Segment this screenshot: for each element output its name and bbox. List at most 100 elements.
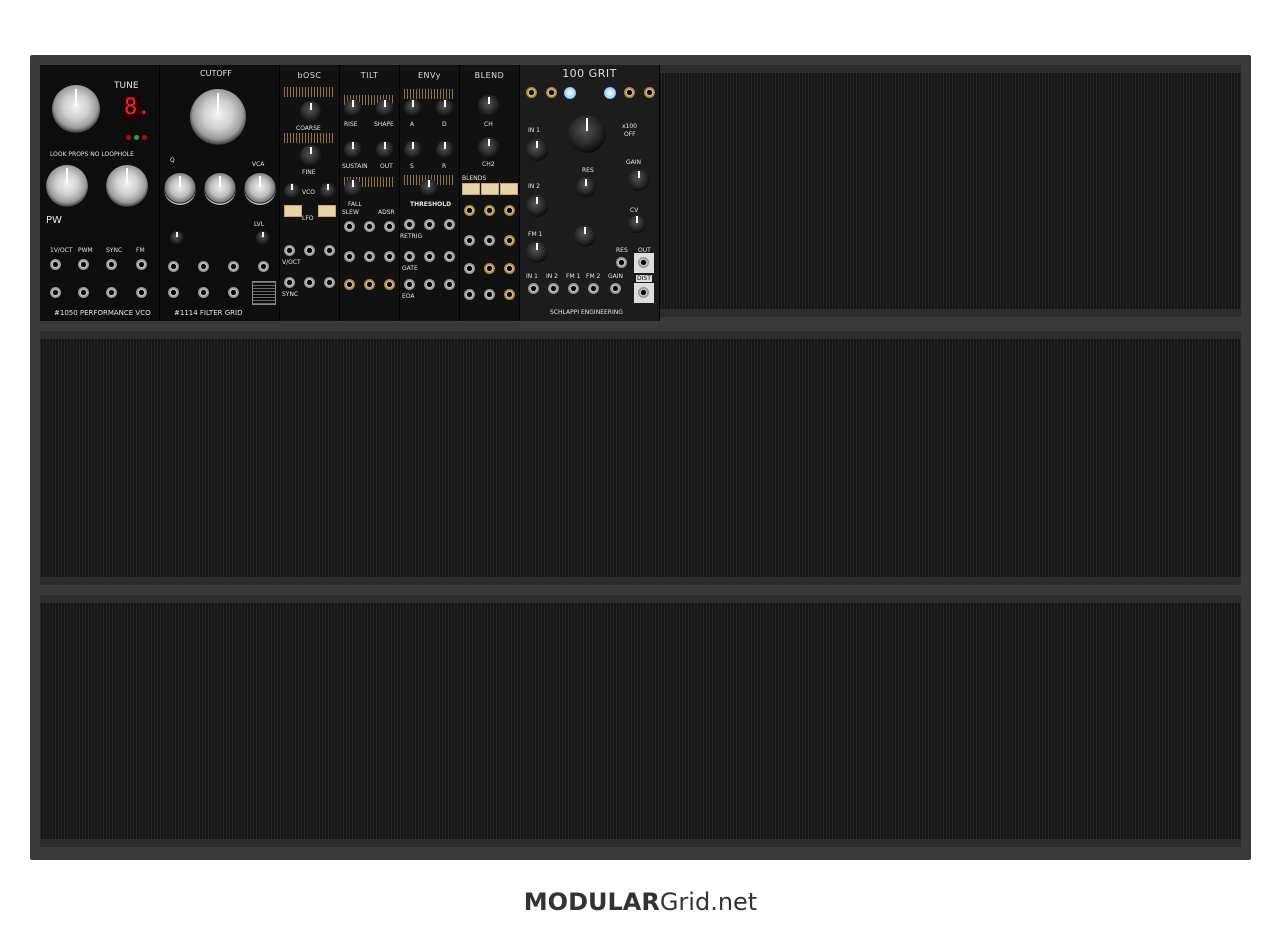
jack-out[interactable] bbox=[50, 287, 61, 298]
ch2-knob[interactable] bbox=[478, 137, 500, 159]
cutoff-knob[interactable] bbox=[190, 89, 246, 145]
sustain-knob[interactable] bbox=[344, 141, 362, 159]
jack-sync[interactable] bbox=[284, 277, 295, 288]
jack[interactable] bbox=[258, 261, 269, 272]
jack-rise-out[interactable] bbox=[344, 279, 355, 290]
pw-knob[interactable] bbox=[46, 165, 88, 207]
jack[interactable] bbox=[444, 219, 455, 230]
ch1-knob[interactable] bbox=[478, 95, 500, 117]
jack-pwm[interactable] bbox=[78, 259, 89, 270]
jack[interactable] bbox=[424, 219, 435, 230]
module-tilt[interactable]: TILT RISE SHAPE SUSTAIN OUT FALL SLEW AD… bbox=[340, 65, 400, 321]
jack-out[interactable] bbox=[638, 257, 649, 268]
jack-in[interactable] bbox=[168, 261, 179, 272]
jack[interactable] bbox=[168, 287, 179, 298]
fm-button[interactable] bbox=[284, 205, 302, 217]
jack-eoa[interactable] bbox=[404, 279, 415, 290]
q-knob[interactable] bbox=[164, 173, 196, 205]
jack-s[interactable] bbox=[424, 251, 435, 262]
in2-knob[interactable] bbox=[526, 195, 548, 217]
module-bosc[interactable]: bOSC COARSE FINE VCO LFO V/OCT SYNC bbox=[280, 65, 340, 321]
jack-pulse[interactable] bbox=[324, 277, 335, 288]
out-knob[interactable] bbox=[376, 141, 394, 159]
pwm-button[interactable] bbox=[318, 205, 336, 217]
jack-saw[interactable] bbox=[304, 277, 315, 288]
cv-knob[interactable] bbox=[628, 215, 646, 233]
module-100-grit[interactable]: 100 GRIT IN 1 x100 OFF GAIN RES IN 2 CV … bbox=[520, 65, 660, 321]
jack[interactable] bbox=[644, 87, 655, 98]
rise-knob[interactable] bbox=[344, 99, 362, 117]
jack-sync[interactable] bbox=[106, 259, 117, 270]
jack-rise[interactable] bbox=[344, 251, 355, 262]
jack-both[interactable] bbox=[364, 251, 375, 262]
jack-out[interactable] bbox=[444, 279, 455, 290]
jack-gate[interactable] bbox=[384, 221, 395, 232]
attack-knob[interactable] bbox=[404, 99, 422, 117]
jack-r[interactable] bbox=[444, 251, 455, 262]
fall-knob[interactable] bbox=[344, 179, 362, 197]
jack-gain[interactable] bbox=[610, 283, 621, 294]
in1-knob[interactable] bbox=[526, 139, 548, 161]
fm-knob[interactable] bbox=[574, 225, 596, 247]
shape-knob[interactable] bbox=[376, 99, 394, 117]
fm1-knob[interactable] bbox=[526, 241, 548, 263]
small-knob[interactable] bbox=[170, 231, 184, 245]
jack-gate[interactable] bbox=[404, 251, 415, 262]
jack-in[interactable] bbox=[344, 221, 355, 232]
module-envy[interactable]: ENVy A D S R THRESHOLD RETRIG GATE EOA bbox=[400, 65, 460, 321]
cutoff-knob[interactable] bbox=[568, 115, 606, 153]
jack[interactable] bbox=[364, 221, 375, 232]
jack-vca-in[interactable] bbox=[464, 289, 475, 300]
jack[interactable] bbox=[198, 287, 209, 298]
jack-fall-out[interactable] bbox=[364, 279, 375, 290]
module-blend[interactable]: BLEND CH CH2 BLENDS bbox=[460, 65, 520, 321]
jack-res[interactable] bbox=[616, 257, 627, 268]
module-filter-grid[interactable]: CUTOFF Q VCA LVL #1114 FILTER GRID bbox=[160, 65, 280, 321]
release-knob[interactable] bbox=[436, 141, 454, 159]
max-button[interactable] bbox=[481, 183, 499, 195]
jack[interactable] bbox=[228, 287, 239, 298]
jack-voct[interactable] bbox=[284, 245, 295, 256]
cv-knob[interactable] bbox=[204, 173, 236, 205]
vca-knob[interactable] bbox=[244, 173, 276, 205]
fm-knob[interactable] bbox=[106, 165, 148, 207]
coarse-knob[interactable] bbox=[52, 85, 100, 133]
jack-fm1[interactable] bbox=[568, 283, 579, 294]
jack[interactable] bbox=[504, 205, 515, 216]
jack[interactable] bbox=[504, 263, 515, 274]
jack[interactable] bbox=[546, 87, 557, 98]
jack-in2[interactable] bbox=[464, 263, 475, 274]
jack[interactable] bbox=[526, 87, 537, 98]
module-performance-vco[interactable]: TUNE 8. LOOK PROPS NO LOOPHOLE PW 1V/OCT… bbox=[40, 65, 160, 321]
min-button[interactable] bbox=[462, 183, 480, 195]
jack[interactable] bbox=[404, 219, 415, 230]
jack-sine[interactable] bbox=[324, 245, 335, 256]
lvl-knob[interactable] bbox=[256, 231, 270, 245]
small-knob[interactable] bbox=[284, 183, 300, 199]
jack-fall[interactable] bbox=[384, 251, 395, 262]
jack-out[interactable] bbox=[78, 287, 89, 298]
jack-fm2[interactable] bbox=[588, 283, 599, 294]
jack-vca-cv[interactable] bbox=[484, 235, 495, 246]
jack-out[interactable] bbox=[384, 279, 395, 290]
sustain-knob[interactable] bbox=[404, 141, 422, 159]
res-knob[interactable] bbox=[576, 177, 596, 197]
jack-out[interactable] bbox=[136, 287, 147, 298]
jack-ch1[interactable] bbox=[484, 205, 495, 216]
decay-knob[interactable] bbox=[436, 99, 454, 117]
jack-dist[interactable] bbox=[638, 287, 649, 298]
jack-in1[interactable] bbox=[464, 205, 475, 216]
jack-voct[interactable] bbox=[50, 259, 61, 270]
jack-vca[interactable] bbox=[504, 289, 515, 300]
coarse-knob[interactable] bbox=[300, 101, 322, 123]
jack-tri[interactable] bbox=[304, 245, 315, 256]
jack-in2[interactable] bbox=[548, 283, 559, 294]
jack-vca-in[interactable] bbox=[464, 235, 475, 246]
comp-button[interactable] bbox=[500, 183, 518, 195]
jack[interactable] bbox=[624, 87, 635, 98]
modulargrid-logo[interactable]: MODULARGrid.net bbox=[0, 888, 1281, 916]
fine-knob[interactable] bbox=[300, 145, 322, 167]
gain-knob[interactable] bbox=[628, 169, 650, 191]
jack-vca[interactable] bbox=[504, 235, 515, 246]
jack-eor[interactable] bbox=[424, 279, 435, 290]
